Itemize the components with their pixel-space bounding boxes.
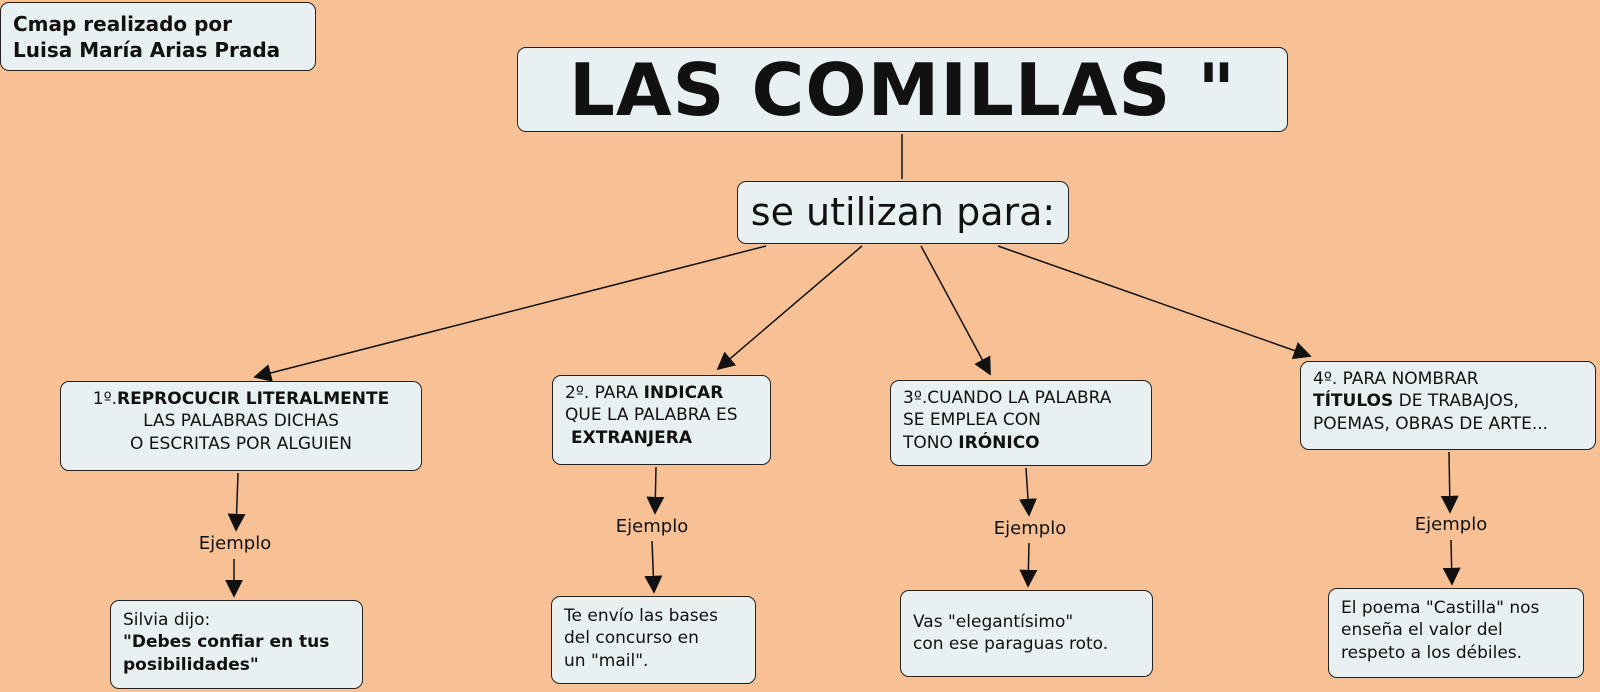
- subtitle-text: se utilizan para:: [750, 190, 1056, 234]
- arrow-concept3-ejemplo: [1018, 467, 1037, 517]
- arrow-to-concept-4: [997, 245, 1312, 360]
- author-line-2: Luisa María Arias Prada: [13, 38, 281, 62]
- link-label-ejemplo-4: Ejemplo: [1414, 514, 1488, 535]
- arrow-concept4-ejemplo: [1440, 451, 1459, 514]
- concept-4-line-2: TÍTULOS DE TRABAJOS,: [1313, 390, 1583, 412]
- example-3-line-1: Vas "elegantísimo": [913, 612, 1074, 632]
- concept-4-bold: TÍTULOS: [1313, 391, 1394, 412]
- concept-1-bold: REPROCUCIR LITERALMENTE: [117, 389, 390, 409]
- concept-1-line-3: O ESCRITAS POR ALGUIEN: [130, 433, 352, 454]
- subtitle-node: se utilizan para:: [737, 181, 1069, 244]
- concept-2-line-1: 2º. PARA INDICAR: [565, 382, 758, 404]
- example-2-line-3: un "mail".: [564, 650, 649, 671]
- concept-node-1: 1º.REPROCUCIR LITERALMENTE LAS PALABRAS …: [60, 381, 422, 471]
- link-label-ejemplo-3: Ejemplo: [993, 518, 1067, 539]
- author-credit-box: Cmap realizado por Luisa María Arias Pra…: [0, 2, 316, 71]
- concept-1-line-1: 1º.REPROCUCIR LITERALMENTE: [73, 388, 409, 410]
- example-node-3: Vas "elegantísimo" con ese paraguas roto…: [900, 590, 1153, 677]
- concept-3-bold: IRÓNICO: [958, 432, 1040, 453]
- concept-1-prefix: 1º.: [92, 389, 117, 409]
- arrow-concept2-ejemplo: [646, 466, 665, 515]
- example-4-line-1: El poema "Castilla" nos: [1341, 598, 1540, 618]
- concept-2-line-2: QUE LA PALABRA ES: [565, 405, 738, 426]
- concept-3-line-1: 3º.CUANDO LA PALABRA: [903, 388, 1112, 408]
- concept-4-rest: DE TRABAJOS,: [1393, 391, 1519, 412]
- example-2-line-2: del concurso en: [564, 628, 699, 649]
- concept-node-2: 2º. PARA INDICAR QUE LA PALABRA ES EXTRA…: [552, 375, 771, 465]
- concept-3-prefix: TONO: [903, 432, 959, 453]
- main-title: LAS COMILLAS ": [569, 48, 1236, 132]
- concept-3-line-2: SE EMPLEA CON: [903, 410, 1041, 431]
- concept-4-line-3: POEMAS, OBRAS DE ARTE...: [1313, 413, 1549, 434]
- example-1-line-3: posibilidades": [123, 654, 259, 675]
- example-node-2: Te envío las bases del concurso en un "m…: [551, 596, 756, 684]
- arrow-to-concept-1: [253, 245, 767, 382]
- example-node-1: Silvia dijo: "Debes confiar en tus posib…: [110, 600, 363, 689]
- concept-2-bold: INDICAR: [643, 383, 724, 403]
- arrow-ejemplo-example3: [1019, 542, 1038, 588]
- concept-4-line-1: 4º. PARA NOMBRAR: [1313, 369, 1479, 389]
- main-title-node: LAS COMILLAS ": [517, 47, 1288, 132]
- example-1-line-1: Silvia dijo:: [123, 610, 211, 630]
- example-4-line-2: enseña el valor del: [1341, 620, 1503, 641]
- example-1-line-2: "Debes confiar en tus: [123, 632, 330, 653]
- arrow-to-concept-2: [716, 245, 863, 371]
- arrow-ejemplo-example2: [644, 540, 663, 594]
- author-line-1: Cmap realizado por: [13, 12, 233, 36]
- concept-node-3: 3º.CUANDO LA PALABRA SE EMPLEA CON TONO …: [890, 380, 1152, 466]
- concept-3-line-3: TONO IRÓNICO: [903, 432, 1139, 454]
- concept-1-line-2: LAS PALABRAS DICHAS: [143, 411, 339, 432]
- example-node-4: El poema "Castilla" nos enseña el valor …: [1328, 588, 1584, 678]
- link-label-ejemplo-2: Ejemplo: [615, 516, 689, 537]
- concept-2-prefix: 2º. PARA: [565, 383, 644, 403]
- example-4-line-3: respeto a los débiles.: [1341, 642, 1523, 663]
- arrow-ejemplo-example4: [1442, 539, 1461, 586]
- link-label-ejemplo-1: Ejemplo: [198, 533, 272, 554]
- concept-node-4: 4º. PARA NOMBRAR TÍTULOS DE TRABAJOS, PO…: [1300, 361, 1596, 450]
- arrow-to-concept-3: [920, 245, 991, 376]
- arrow-concept1-ejemplo: [227, 472, 246, 532]
- concept-2-line-3: EXTRANJERA: [571, 427, 692, 448]
- example-3-line-2: con ese paraguas roto.: [913, 634, 1109, 655]
- example-2-line-1: Te envío las bases: [564, 606, 718, 626]
